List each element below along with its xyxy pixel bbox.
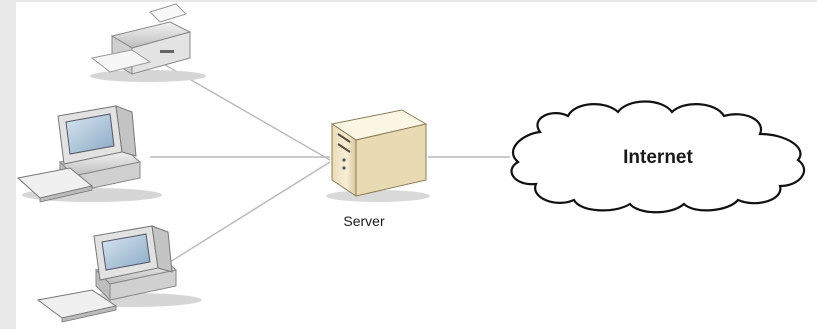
computer-icon-top xyxy=(16,105,162,203)
internet-cloud: Internet xyxy=(510,100,806,214)
internet-label: Internet xyxy=(623,147,693,168)
computer-icon-bottom xyxy=(36,225,202,323)
printer-icon xyxy=(90,3,206,82)
link-computer-bottom-server xyxy=(169,161,331,263)
server-icon xyxy=(326,109,430,202)
server-label: Server xyxy=(343,213,385,229)
